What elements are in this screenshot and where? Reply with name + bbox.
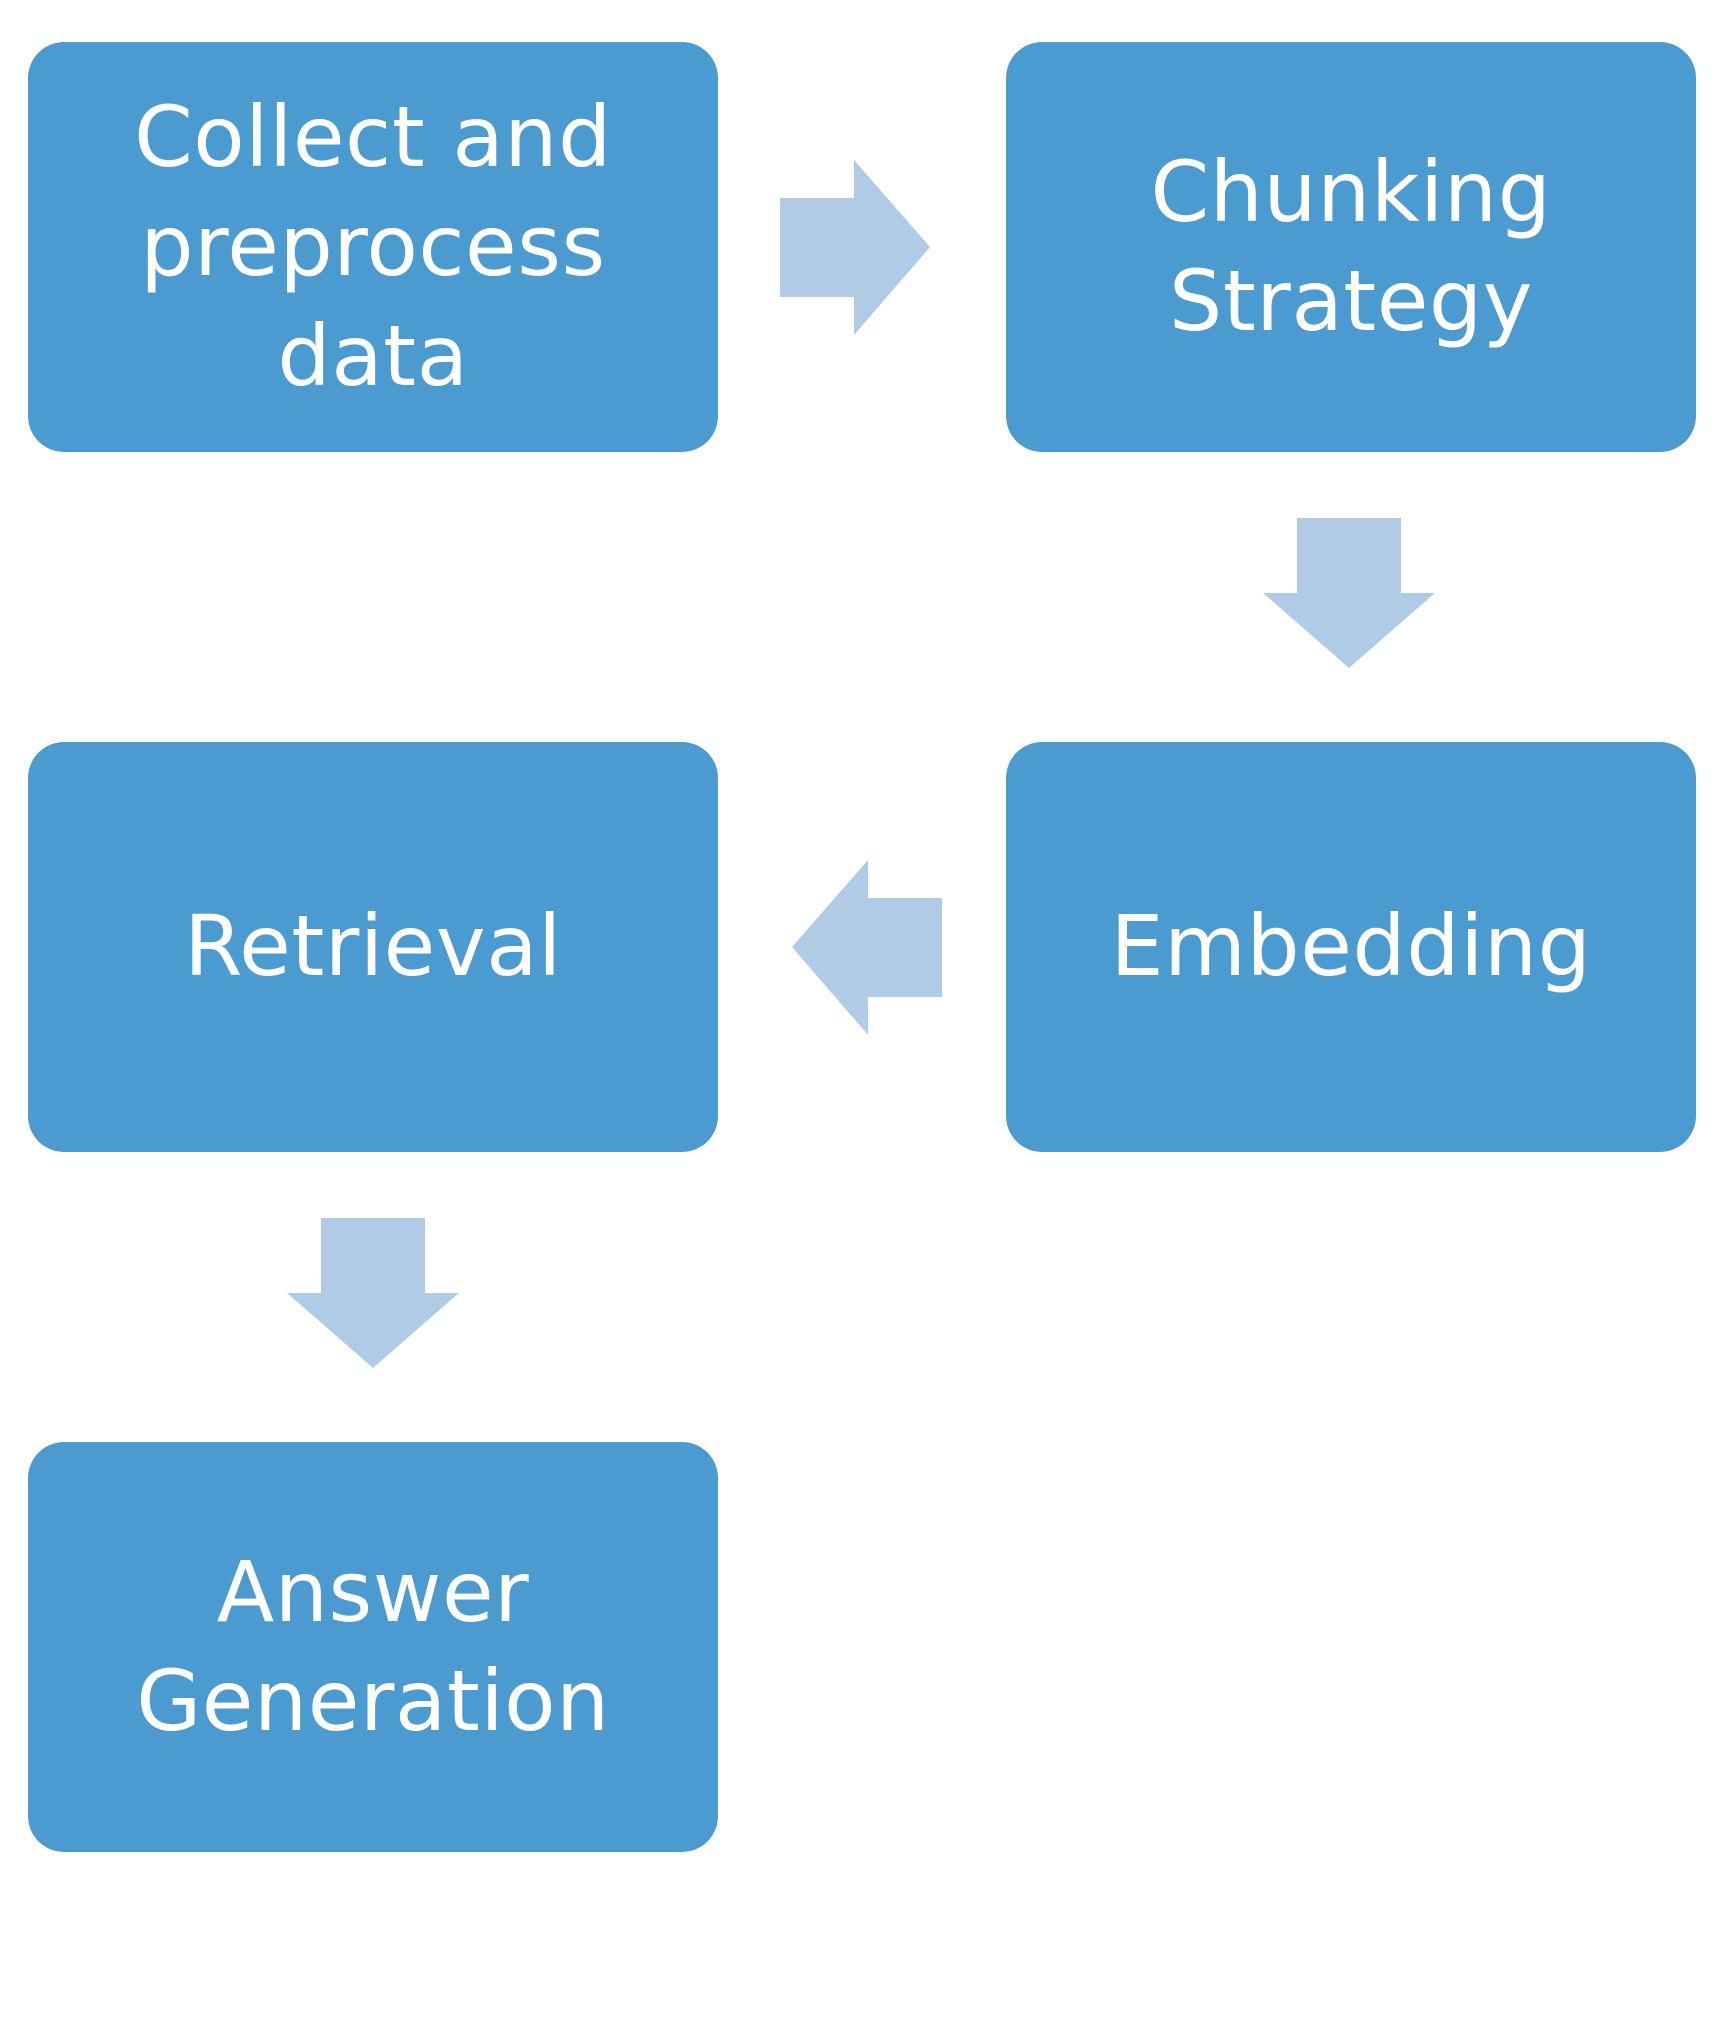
step-embedding-label: Embedding	[1110, 897, 1592, 996]
step-answer-box: Answer Generation	[28, 1442, 718, 1852]
arrow-down-icon	[1263, 518, 1435, 668]
step-embedding-box: Embedding	[1006, 742, 1696, 1152]
arrow-left-icon	[792, 860, 942, 1035]
step-chunking-label: Chunking Strategy	[1150, 142, 1552, 350]
arrow-down-icon	[287, 1218, 459, 1368]
step-retrieval-label: Retrieval	[184, 897, 562, 996]
step-answer-label: Answer Generation	[136, 1542, 610, 1750]
step-retrieval-box: Retrieval	[28, 742, 718, 1152]
arrow-right-icon	[780, 160, 930, 335]
step-chunking-box: Chunking Strategy	[1006, 42, 1696, 452]
step-collect-label: Collect and preprocess data	[134, 88, 612, 405]
step-collect-box: Collect and preprocess data	[28, 42, 718, 452]
